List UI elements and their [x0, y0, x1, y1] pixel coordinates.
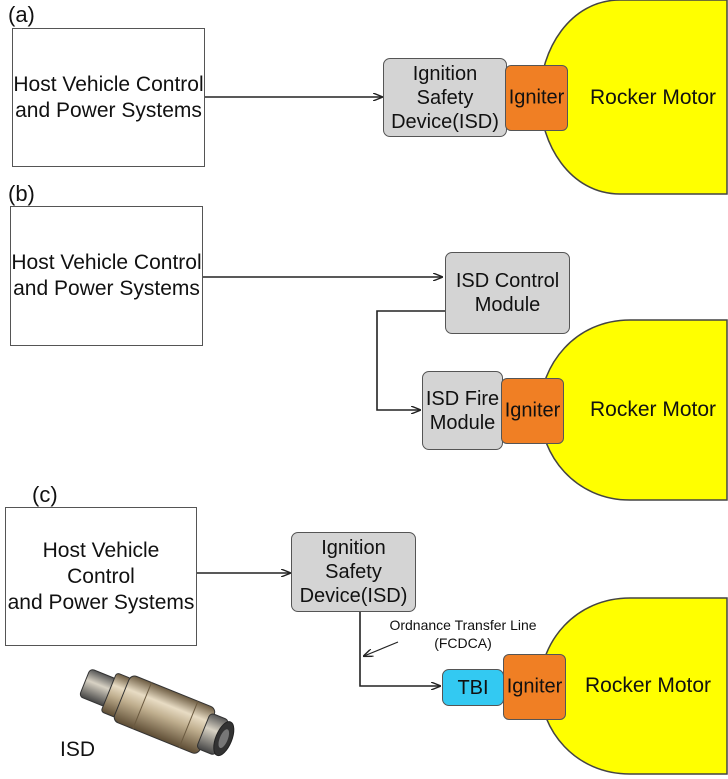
panel-a-isd-box: Ignition Safety Device(ISD): [383, 58, 507, 137]
panel-c-igniter-text: Igniter: [506, 675, 563, 698]
panel-b-label: (b): [8, 181, 35, 206]
panel-b-fire-module-box: ISD Fire Module: [422, 371, 503, 450]
panel-a-host-text: Host Vehicle Control and Power Systems: [13, 72, 204, 122]
isd-device-photo: [79, 669, 235, 757]
panel-b-igniter-box: Igniter: [501, 378, 564, 444]
panel-a-igniter-box: Igniter: [505, 65, 568, 131]
panel-b-fire-module-text: ISD Fire Module: [425, 387, 500, 434]
panel-b-motor-label: Rocker Motor: [590, 398, 717, 421]
panel-c-transfer-line-label: Ordnance Transfer Line (FCDCA): [389, 617, 537, 651]
panel-b-control-module-box: ISD Control Module: [445, 252, 570, 334]
panel-c-host-box: Host Vehicle Control and Power Systems: [5, 507, 197, 646]
panel-c-tbi-box: TBI: [442, 669, 504, 706]
panel-b-host-text: Host Vehicle Control and Power Systems: [11, 251, 202, 300]
panel-c-motor-label: Rocker Motor: [585, 674, 712, 697]
arrow-c-isd-to-tbi: [359, 610, 440, 686]
panel-b-igniter-text: Igniter: [504, 399, 561, 422]
panel-c-isd-box: Ignition Safety Device(ISD): [291, 532, 416, 612]
arrow-b-control-to-fire: [376, 310, 445, 410]
panel-b-control-module-text: ISD Control Module: [455, 270, 560, 316]
panel-a-host-box: Host Vehicle Control and Power Systems: [12, 28, 205, 167]
pointer-transfer-line: [364, 641, 399, 656]
panel-a-label: (a): [8, 2, 35, 27]
panel-a-igniter-text: Igniter: [508, 86, 565, 109]
panel-c-igniter-box: Igniter: [503, 654, 566, 720]
panel-a-isd-text: Ignition Safety Device(ISD): [391, 62, 499, 133]
panel-b-host-box: Host Vehicle Control and Power Systems: [10, 206, 203, 346]
panel-a-motor-label: Rocker Motor: [590, 86, 717, 109]
panel-c-isd-text: Ignition Safety Device(ISD): [299, 537, 408, 607]
isd-photo-caption: ISD: [60, 738, 96, 761]
panel-c-host-text: Host Vehicle Control and Power Systems: [7, 538, 195, 614]
panel-c-label: (c): [32, 482, 58, 507]
panel-c-tbi-text: TBI: [457, 676, 489, 699]
